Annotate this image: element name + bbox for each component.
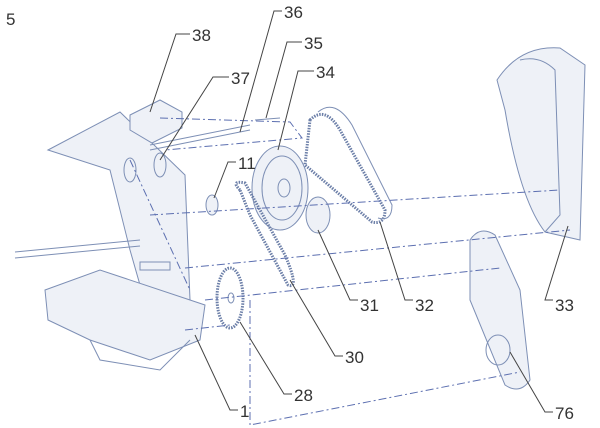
cover-part-76 — [469, 230, 531, 390]
sprocket-part-37 — [123, 152, 167, 183]
callout-11: 11 — [238, 154, 256, 173]
sprocket-part-11 — [205, 194, 219, 216]
callout-28: 28 — [294, 386, 313, 405]
belt-guard-part-33 — [496, 47, 586, 241]
callout-76: 76 — [555, 404, 574, 423]
callout-32: 32 — [415, 296, 434, 315]
chain-part-30 — [234, 180, 295, 288]
belt-part-32 — [303, 106, 393, 224]
frame-part-1 — [14, 111, 206, 371]
callout-37: 37 — [231, 69, 250, 88]
shaft-part-36 — [149, 124, 251, 146]
callout-38: 38 — [192, 26, 211, 45]
callout-34: 34 — [316, 63, 335, 82]
block-part-38 — [129, 99, 183, 144]
callout-33: 33 — [555, 296, 574, 315]
assembly-lines — [129, 117, 571, 426]
pulley-part-31 — [305, 196, 331, 234]
key-part-35 — [254, 117, 281, 121]
page-number: 5 — [6, 10, 15, 29]
callout-30: 30 — [345, 348, 364, 367]
callout-36: 36 — [284, 3, 303, 22]
callout-1: 1 — [240, 402, 249, 421]
pulley-part-34 — [251, 145, 309, 231]
callout-31: 31 — [360, 296, 379, 315]
callout-35: 35 — [304, 34, 323, 53]
